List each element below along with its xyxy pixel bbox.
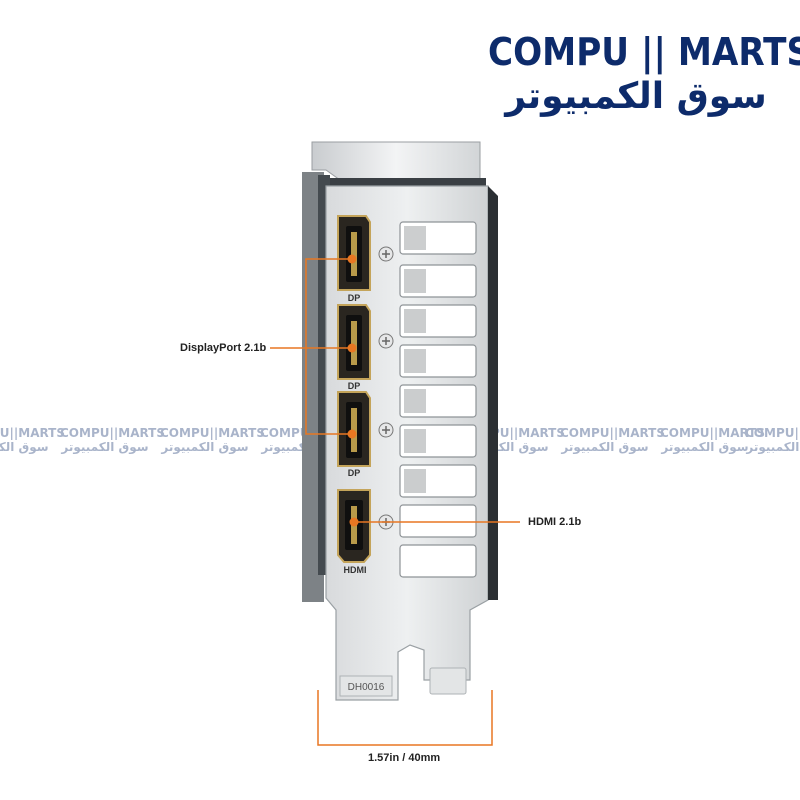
vent-slot [399,464,477,498]
displayport-connector-1: DP [337,215,371,303]
bracket-screws [378,246,394,530]
dimension-label: 1.57in / 40mm [368,752,441,764]
dp-port-label: DP [348,468,361,478]
displayport-callout-lines [270,258,352,435]
dp-port-label: DP [348,293,361,303]
part-code: DH0016 [348,682,385,693]
callout-dot [347,343,357,353]
dp-port-label: DP [348,381,361,391]
hdmi-callout-label: HDMI 2.1b [528,516,582,528]
vent-slot [399,384,477,418]
callout-dot [347,254,357,264]
dimension-bracket [317,690,493,746]
hdmi-port-label: HDMI [344,565,367,575]
vent-slots [399,221,477,578]
vent-slot [399,344,477,378]
logo-text-ar: سوق الكمبيوتر [505,76,767,117]
vent-slot [399,544,477,578]
displayport-callout-label: DisplayPort 2.1b [180,342,267,354]
displayport-connector-2: DP [337,304,371,391]
brand-logo: COMPU || MARTS سوق الكمبيوتر [488,30,800,117]
vent-slot [399,424,477,458]
vent-slot [399,304,477,338]
vent-slot [399,221,477,255]
logo-text-en: COMPU || MARTS [488,30,800,74]
vent-slot [399,504,477,538]
vent-slot [399,264,477,298]
callout-dot [347,429,357,439]
